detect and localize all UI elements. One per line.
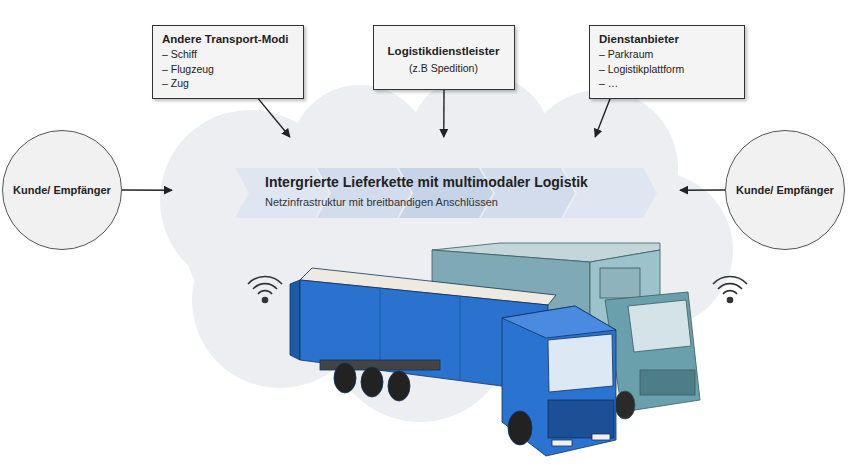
cloud [160, 73, 733, 422]
node-text: – Flugzeug [162, 63, 293, 77]
truck-front [290, 268, 616, 456]
info-box: Andere Transport-Modi– Schiff– Flugzeug–… [152, 25, 304, 99]
node-heading: Andere Transport-Modi [162, 32, 293, 47]
supply-chain-band: Intergrierte Lieferkette mit multimodale… [172, 137, 680, 232]
customer-circle: Kunde/ Empfänger [725, 130, 845, 250]
info-box: Logistikdienstleister (z.B Spedition) [373, 25, 515, 90]
flow-arrow [122, 189, 172, 191]
node-heading: Kunde/ Empfänger [13, 183, 111, 197]
flow-arrow [443, 90, 445, 137]
node-text: – Logistikplattform [599, 63, 734, 77]
node-text: – Parkraum [599, 48, 734, 62]
node-heading: Kunde/ Empfänger [736, 183, 834, 197]
node-text: – … [599, 77, 734, 91]
flow-arrow [258, 99, 289, 137]
node-text: – Schiff [162, 48, 293, 62]
node-text: (z.B Spedition) [383, 62, 504, 76]
flow-arrow [595, 99, 610, 137]
node-text: Netzinfrastruktur mit breitbandigen Ansc… [265, 195, 498, 209]
node-heading: Dienstanbieter [599, 32, 734, 47]
wireless-symbol [248, 276, 747, 302]
info-box: Dienstanbieter– Parkraum– Logistikplattf… [589, 25, 745, 99]
node-heading: Logistikdienstleister [383, 44, 504, 59]
node-text: – Zug [162, 77, 293, 91]
flow-arrow [680, 189, 725, 191]
customer-circle: Kunde/ Empfänger [2, 130, 122, 250]
node-heading: Intergrierte Lieferkette mit multimodale… [265, 173, 588, 191]
